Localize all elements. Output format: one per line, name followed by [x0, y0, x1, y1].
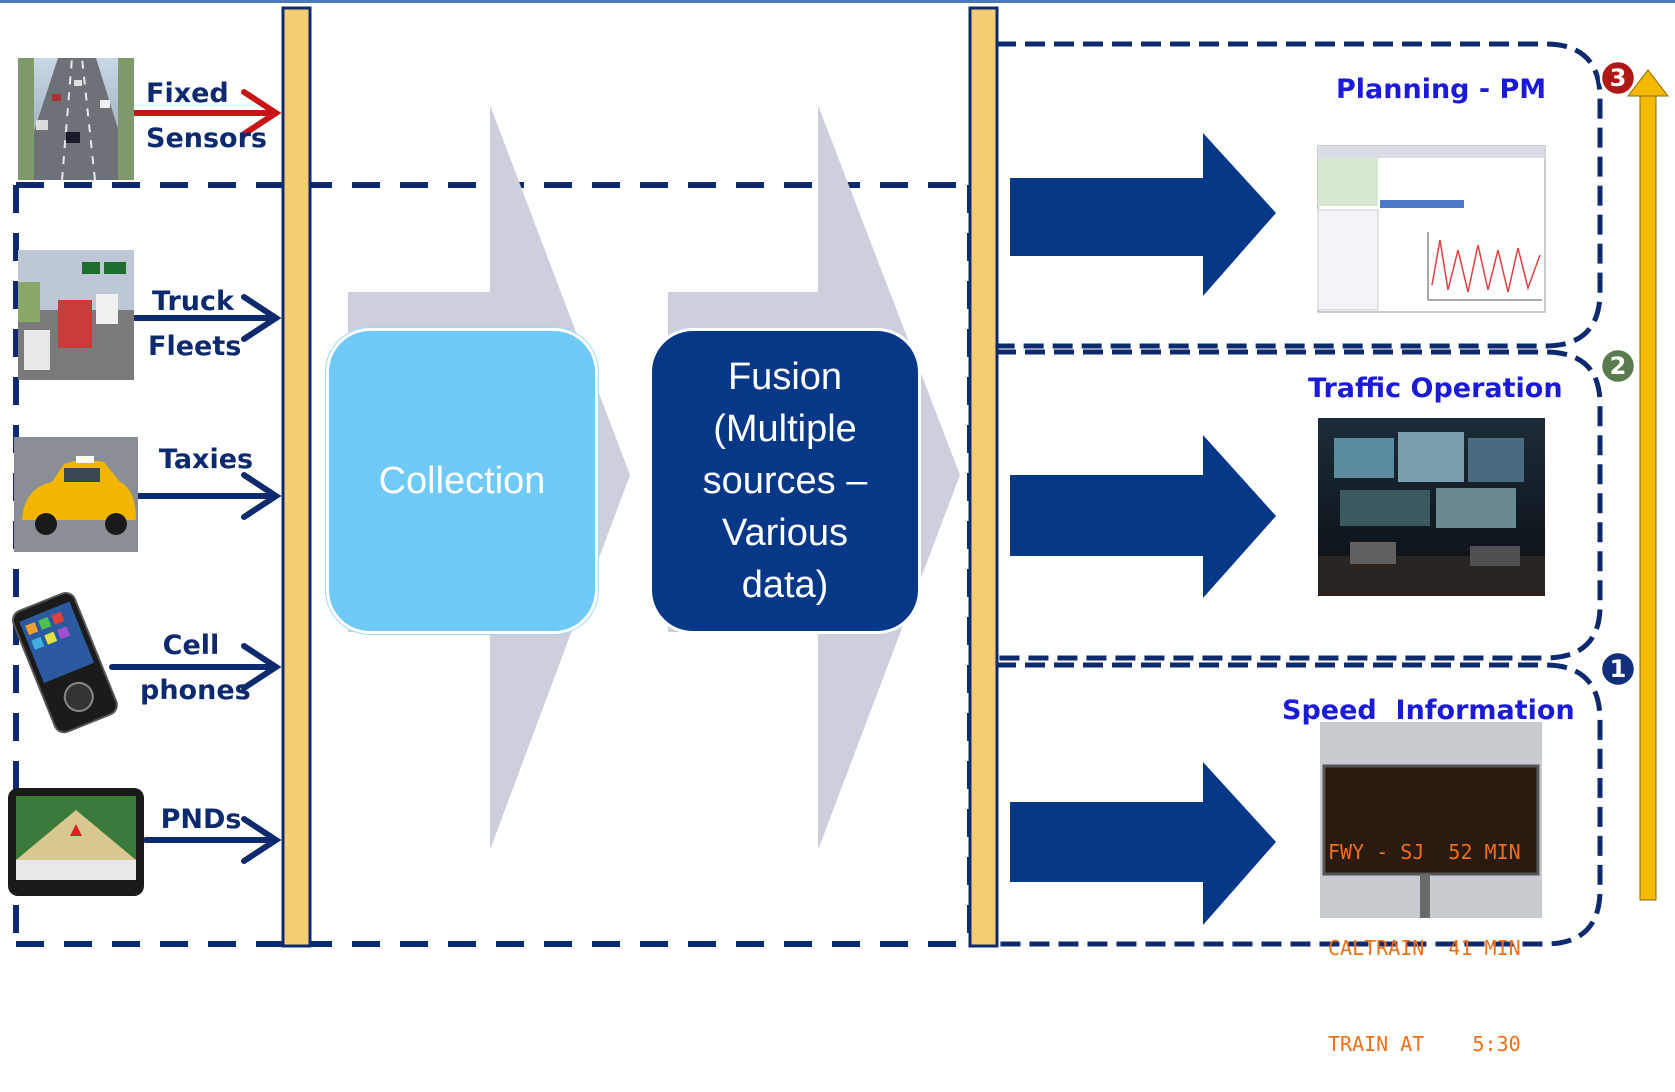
performance-chart-screenshot: [1317, 145, 1546, 313]
planning-box-outline: [996, 41, 1603, 349]
source-label-line1: PNDs: [160, 804, 242, 835]
output-gate-bar: [968, 6, 999, 948]
badge-2-icon: [1599, 347, 1637, 385]
source-label-taxies: Taxies: [156, 446, 256, 473]
badge-1-icon: [1599, 650, 1637, 688]
gps-navigation-device-photo: [8, 788, 144, 896]
fixed-sensors-arrow: [129, 89, 282, 137]
fusion-label-line: (Multiple: [713, 408, 857, 450]
fusion-box: Fusion (Multiple sources – Various data): [649, 328, 921, 634]
speed-information-title: Speed Information: [1282, 695, 1575, 726]
source-label-line1: Taxies: [158, 444, 254, 475]
operation-box-outline: [996, 349, 1603, 661]
truck-traffic-photo: [18, 250, 134, 380]
planning-pm-title: Planning - PM: [1336, 74, 1547, 105]
taxi-photo: [14, 437, 138, 552]
truck-fleets-arrow: [129, 294, 282, 342]
sign-line: FWY - SJ 52 MIN: [1328, 840, 1521, 864]
sign-line: TRAIN AT 5:30: [1328, 1032, 1521, 1056]
source-label-line2: phones: [140, 675, 251, 706]
input-gate-bar: [281, 6, 312, 948]
diagram-graphics: [0, 0, 1675, 948]
fusion-label-line: Fusion: [727, 356, 843, 398]
source-label-truck-fleets: Truck Fleets: [148, 286, 242, 362]
planning-output-arrow: [1010, 133, 1276, 296]
taxies-arrow: [135, 472, 282, 520]
fusion-label-line: Various: [721, 512, 849, 554]
source-label-line2: Sensors: [146, 123, 267, 154]
collection-box: Collection: [326, 328, 598, 634]
speed-output-arrow: [1010, 762, 1276, 925]
cell-phones-arrow: [109, 643, 282, 691]
traffic-control-room-photo: [1318, 418, 1545, 596]
fusion-label-line: data): [741, 564, 829, 606]
source-label-cell-phones: Cell phones: [140, 630, 251, 706]
message-sign-text: FWY - SJ 52 MIN CALTRAIN 41 MIN TRAIN AT…: [1328, 772, 1536, 1092]
source-label-line1: Truck: [152, 286, 234, 317]
data-flow-diagram: Fixed Sensors Truck Fleets Taxies Cell p…: [0, 0, 1675, 1056]
source-label-line1: Fixed: [146, 78, 229, 109]
fusion-label: Fusion (Multiple sources – Various data): [703, 351, 868, 611]
fusion-label-line: sources –: [702, 460, 868, 502]
operation-output-arrow: [1010, 435, 1276, 598]
output-region-outlines: [996, 41, 1603, 947]
source-label-pnds: PNDs: [156, 806, 246, 833]
collection-label: Collection: [378, 459, 546, 502]
source-label-line2: Fleets: [148, 331, 242, 362]
message-sign-photo: [1320, 722, 1542, 918]
cell-phone-photo: [11, 592, 118, 734]
sign-line: CALTRAIN 41 MIN: [1328, 936, 1521, 960]
badge-1-number: 1: [1609, 655, 1627, 683]
pnds-arrow: [143, 816, 282, 864]
source-label-line1: Cell: [162, 630, 220, 661]
escalation-arrow: [1626, 69, 1670, 901]
speed-box-outline: [996, 662, 1603, 947]
traffic-operation-title: Traffic Operation: [1308, 373, 1563, 404]
source-label-fixed-sensors: Fixed Sensors: [146, 78, 267, 154]
badge-3-icon: [1599, 59, 1637, 97]
badge-2-number: 2: [1609, 352, 1627, 380]
highway-traffic-photo: [18, 57, 134, 181]
badge-3-number: 3: [1609, 64, 1627, 92]
